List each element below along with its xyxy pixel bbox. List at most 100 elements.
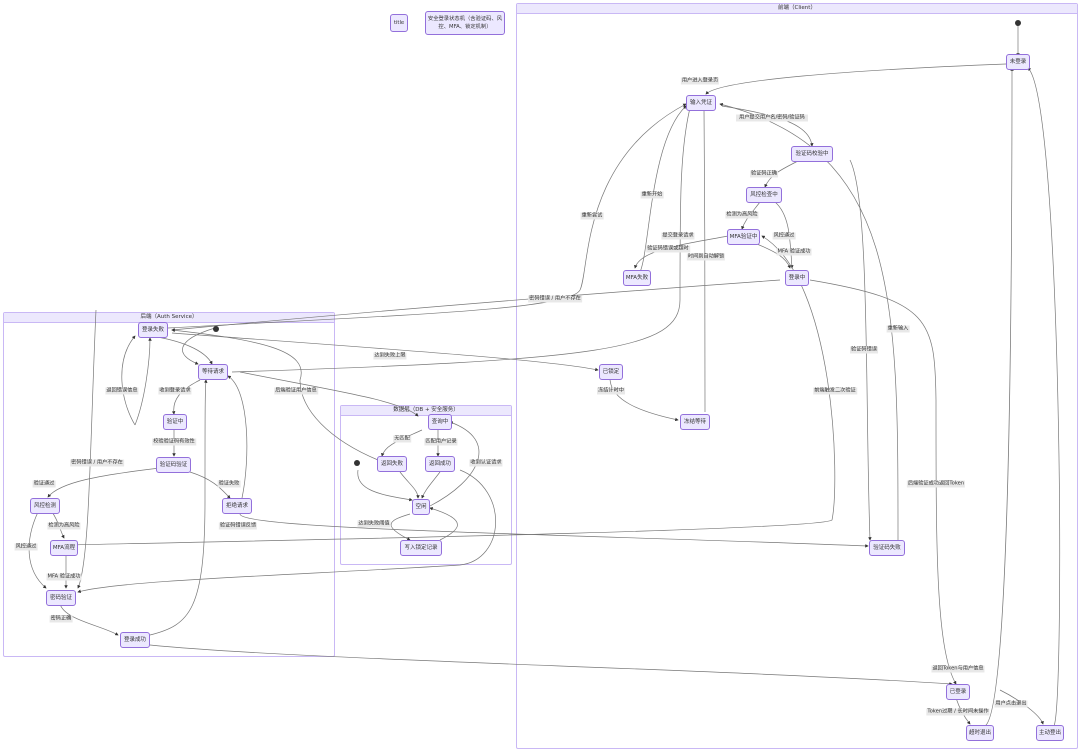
edge-label: 匹配用户记录 [424,438,458,446]
edge [149,335,213,365]
edge-label: 后端验证成功返回Token [906,480,966,488]
edge-label: 达到失败上限 [373,352,407,360]
edge-label: 重新开始 [640,191,664,199]
state-mfa-verifying[interactable]: MFA验证中 [727,229,760,245]
state-verifying[interactable]: 验证中 [163,414,187,430]
state-captcha-verify[interactable]: 验证码验证 [156,457,191,473]
edge-label: 风控通过 [772,232,796,240]
cluster-client-title: 前端（Client） [517,4,1077,14]
edge [77,309,97,589]
edge-label: 冻结计时中 [597,387,625,395]
state-login-success[interactable]: 登录成功 [120,632,150,648]
state-locked[interactable]: 已锁定 [599,364,623,380]
edge-label: MFA 验证成功 [776,248,812,256]
edge-label: 校验验证码有效性 [152,438,196,446]
diagram-title-node: 安全登录状态机（含验证码、风控、MFA、锁定机制） [425,11,505,35]
edge-label: MFA 验证成功 [46,573,82,581]
edge-label: 重新输入 [886,325,910,333]
edge-label: 风控通过 [14,543,38,551]
edge-label: 验证失败 [217,480,241,488]
state-freeze-wait[interactable]: 冻结等待 [680,414,710,430]
state-write-lock[interactable]: 写入锁定记录 [400,540,442,556]
edge [149,379,208,636]
edge-label: 密码错误 / 用户不存在 [70,459,124,467]
edge-label: 验证通过 [32,480,56,488]
state-captcha-checking[interactable]: 验证码校验中 [791,146,833,162]
start-state-client [1015,20,1021,26]
state-idle[interactable]: 空闲 [412,499,430,515]
edge [721,105,814,147]
edge [167,103,687,329]
cluster-backend-title: 后端（Auth Service） [4,313,334,323]
edge-label: 收到登录请求 [158,387,192,395]
state-return-success[interactable]: 返回成功 [425,456,455,472]
edge [809,279,957,685]
title-node: title [390,14,408,32]
edge-label: 返回错误信息 [105,387,139,395]
edge [59,603,119,636]
state-timeout-logout[interactable]: 超时退出 [966,725,994,741]
edge [774,201,794,269]
edge [984,67,1014,727]
edge-label: 用户点击退出 [994,700,1028,708]
edge-label: 收到认证请求 [469,459,503,467]
state-risk-detect[interactable]: 风控检测 [30,498,60,514]
edge [134,337,152,426]
edge-label: 验证码错误或超时 [646,245,690,253]
edge-label: 验证码错误反馈 [218,522,258,530]
edge-label: 无匹配 [393,435,411,443]
edge [1027,67,1061,727]
edge [239,513,869,548]
state-return-failed[interactable]: 返回失败 [377,456,407,472]
edge-label: 密码错误 / 用户不存在 [528,295,582,303]
state-mfa-failed[interactable]: MFA失败 [623,270,651,286]
edge [121,335,136,426]
state-risk-checking[interactable]: 风控检查中 [746,187,782,203]
state-querying[interactable]: 查询中 [428,414,452,430]
edge [171,279,781,332]
edge-label: 检测为高风险 [47,522,81,530]
edge [171,328,379,461]
edge [149,644,953,686]
state-active-logout[interactable]: 主动登出 [1036,725,1064,741]
edge-label: 验证码正确 [750,170,778,178]
edge [357,469,413,502]
edge-label: 密码正确 [49,615,73,623]
edge-label: 提交登录请求 [661,232,695,240]
start-state-backend [213,326,219,332]
diagram-title-label: 安全登录状态机（含验证码、风控、MFA、锁定机制） [427,16,503,30]
state-mfa-flow[interactable]: MFA流程 [50,540,78,556]
edge-label: 返回Token与用户信息 [931,665,985,673]
state-captcha-failed[interactable]: 验证码失败 [869,540,905,556]
edge-label: Token过期 / 长时间未操作 [926,708,990,716]
cluster-data: 数据层（DB + 安全服务） [340,405,512,565]
edge [77,469,496,593]
state-logged-in[interactable]: 已登录 [946,684,970,700]
edge-label: 用户进入登录页 [680,77,720,85]
edge [171,332,599,372]
edge [399,471,420,499]
edge [719,103,899,547]
edge [421,471,441,499]
edge [429,507,458,541]
state-input-credentials[interactable]: 输入凭证 [686,95,716,111]
edge-label: 时间到自动解锁 [686,253,726,261]
edge-label: 检测为高风险 [725,211,759,219]
edge [754,242,791,269]
title-node-label: title [393,20,405,26]
edge [609,377,679,422]
state-logging-in[interactable]: 登录中 [785,270,809,286]
edge [231,107,692,373]
edge [47,467,161,498]
state-waiting-request[interactable]: 等待请求 [198,364,228,380]
state-reject-request[interactable]: 拒绝请求 [222,498,252,514]
state-not-logged-in[interactable]: 未登录 [1006,54,1030,70]
edge [702,107,706,413]
state-password-verify[interactable]: 密码验证 [46,590,76,606]
edge [705,63,1007,95]
edge-label: 验证码错误 [850,346,878,354]
edge [189,471,231,499]
state-login-failed[interactable]: 登录失败 [138,322,168,338]
